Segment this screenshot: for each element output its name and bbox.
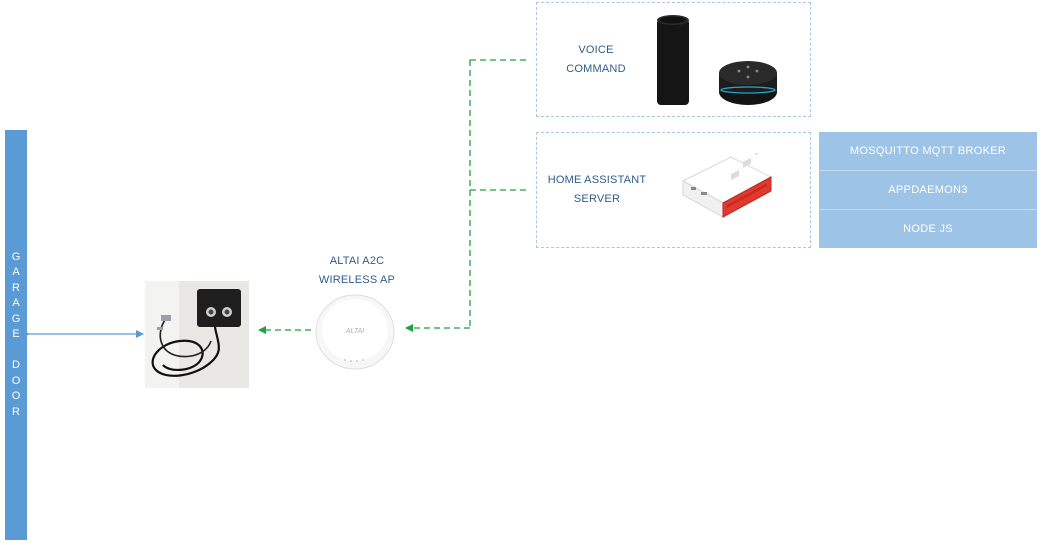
- stack-item-appdaemon: APPDAEMON3: [819, 171, 1037, 209]
- garage-door-letter: D: [12, 359, 20, 372]
- ap-label-line1: ALTAI A2C: [329, 255, 385, 267]
- voice-command-label: VOICE COMMAND: [542, 41, 650, 79]
- home-assistant-label: HOME ASSISTANT SERVER: [540, 171, 654, 209]
- stack-item-nodejs: NODE JS: [819, 210, 1037, 248]
- garage-door-letter: R: [12, 281, 20, 294]
- home-assistant-box: HOME ASSISTANT SERVER: [536, 132, 811, 248]
- ap-logo-text: ALTAI: [345, 328, 364, 335]
- ha-label-line1: HOME ASSISTANT: [547, 174, 647, 186]
- raspberry-pi-case-icon: [681, 153, 773, 218]
- ap-label: ALTAI A2C WIRELESS AP: [302, 252, 412, 290]
- wireless-ap-icon: ALTAI: [315, 294, 395, 370]
- garage-door-letter: R: [12, 405, 20, 418]
- garage-door-letter: O: [11, 374, 21, 387]
- sensor-device-image: [145, 281, 249, 388]
- stack-item-mqtt: MOSQUITTO MQTT BROKER: [819, 132, 1037, 170]
- garage-door-letter: A: [12, 297, 20, 310]
- garage-door-letter: O: [11, 390, 21, 403]
- ha-label-line2: SERVER: [573, 193, 621, 205]
- stack-divider: [819, 170, 1037, 171]
- garage-door-letter: G: [11, 312, 21, 325]
- access-point-image: ALTAI: [315, 294, 395, 370]
- echo-devices-icon: [657, 15, 777, 105]
- voice-label-line1: VOICE: [578, 44, 614, 56]
- garage-door-letter: G: [11, 250, 21, 263]
- sensor-device-icon: [151, 281, 249, 388]
- garage-door-letter: A: [12, 266, 20, 279]
- voice-command-box: VOICE COMMAND: [536, 2, 811, 117]
- garage-door-letter: E: [12, 328, 20, 341]
- ap-label-line2: WIRELESS AP: [318, 274, 396, 286]
- stack-divider: [819, 209, 1037, 210]
- voice-label-line2: COMMAND: [566, 63, 626, 75]
